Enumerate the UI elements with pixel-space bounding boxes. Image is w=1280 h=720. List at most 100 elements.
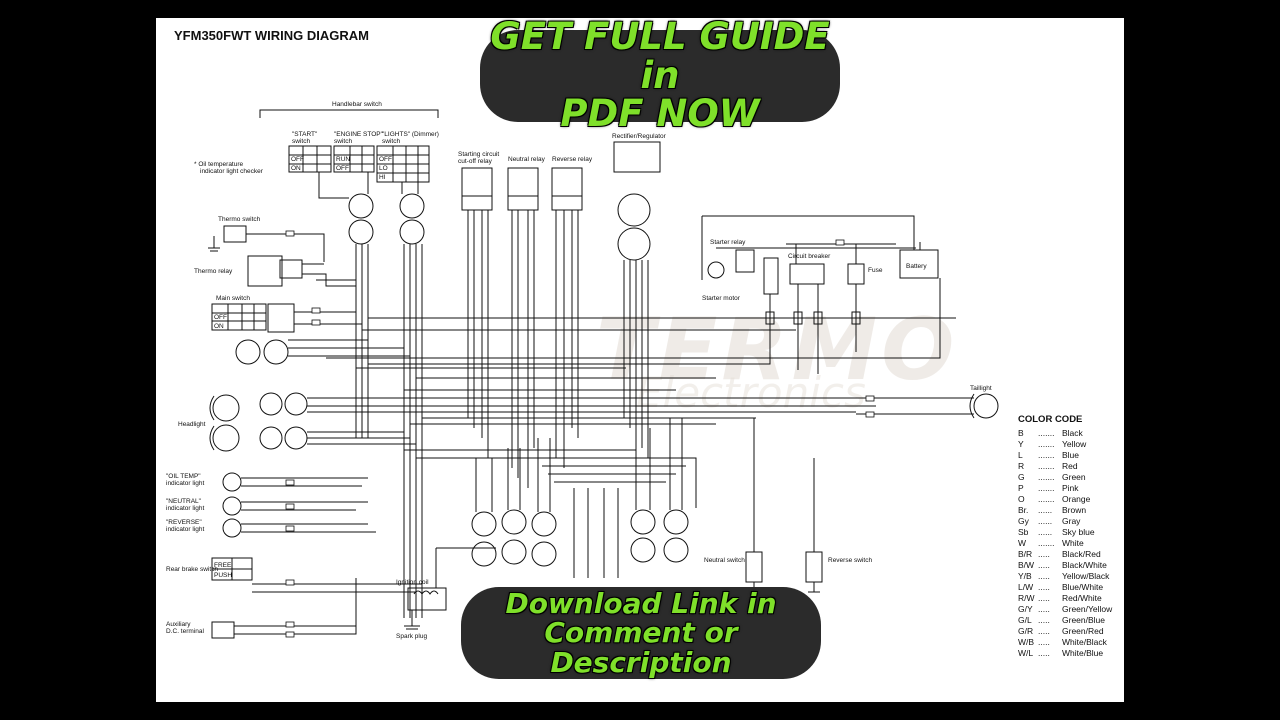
color-code-name: Pink (1062, 483, 1079, 493)
brake-switch-free: FREE (214, 562, 232, 569)
color-code-dots: ....... (1038, 450, 1055, 460)
label-circuit-breaker: Circuit breaker (788, 253, 831, 260)
color-code-name: Brown (1062, 505, 1086, 515)
color-code-dots: ....... (1038, 494, 1055, 504)
color-code-dots: ...... (1038, 516, 1052, 526)
color-code-abbr: W/L (1018, 648, 1033, 658)
color-code-dots: ..... (1038, 648, 1050, 658)
wiring-schematic: YFM350FWT WIRING DIAGRAM Handlebar switc… (166, 28, 1113, 658)
label-oil-temp-checker-2: indicator light checker (200, 168, 264, 175)
color-code-dots: ....... (1038, 461, 1055, 471)
color-code-abbr: O (1018, 494, 1025, 504)
label-neutral-relay: Neutral relay (508, 156, 546, 163)
label-start-switch-2: switch (292, 138, 310, 145)
label-lights-dimmer: "LIGHTS" (Dimmer) (382, 131, 439, 138)
color-code-name: Gray (1062, 516, 1081, 526)
color-code-dots: ..... (1038, 593, 1050, 603)
color-code-name: Blue (1062, 450, 1079, 460)
color-code-dots: ..... (1038, 604, 1050, 614)
color-code-name: Green/Yellow (1062, 604, 1113, 614)
label-auxiliary: Auxiliary (166, 621, 191, 628)
label-starter-motor: Starter motor (702, 295, 741, 302)
top-banner-line-1: GET FULL GUIDE in (490, 14, 830, 97)
label-reverse-light: "REVERSE" (166, 519, 202, 526)
label-handlebar-switch: Handlebar switch (332, 101, 382, 108)
brake-switch-push: PUSH (214, 572, 232, 579)
color-code-dots: ....... (1038, 472, 1055, 482)
color-code-dots: ...... (1038, 505, 1052, 515)
label-neutral-light: "NEUTRAL" (166, 498, 202, 505)
color-code-dots: ..... (1038, 582, 1050, 592)
color-code-abbr: B/R (1018, 549, 1032, 559)
color-code-abbr: Br. (1018, 505, 1028, 515)
color-code-dots: ...... (1038, 527, 1052, 537)
label-dc-terminal: D.C. terminal (166, 628, 204, 635)
label-engine-stop: "ENGINE STOP" (334, 131, 384, 138)
color-code-dots: ....... (1038, 439, 1055, 449)
color-code-name: Green/Blue (1062, 615, 1105, 625)
label-reverse-relay: Reverse relay (552, 156, 593, 163)
color-code-name: Black (1062, 428, 1084, 438)
color-code-abbr: R/W (1018, 593, 1035, 603)
label-lights-dimmer-2: switch (382, 138, 400, 145)
label-engine-stop-2: switch (334, 138, 352, 145)
color-code-name: White/Black (1062, 637, 1108, 647)
color-code-abbr: B/W (1018, 560, 1034, 570)
color-code-abbr: Gy (1018, 516, 1030, 526)
download-link-banner[interactable]: Download Link in Comment or Description (461, 587, 821, 679)
color-code-name: Orange (1062, 494, 1091, 504)
color-code-name: Yellow/Black (1062, 571, 1110, 581)
color-code-abbr: W (1018, 538, 1026, 548)
label-battery: Battery (906, 263, 927, 270)
color-code-dots: ..... (1038, 549, 1050, 559)
label-rectifier-regulator: Rectifier/Regulator (612, 133, 667, 140)
label-fuse: Fuse (868, 267, 883, 274)
color-code-abbr: G/R (1018, 626, 1033, 636)
bottom-banner-line-1: Download Link in (505, 586, 777, 620)
label-ignition-coil: Ignition coil (396, 579, 429, 586)
color-code-name: Blue/White (1062, 582, 1103, 592)
label-neutral-switch: Neutral switch (704, 557, 745, 564)
color-code-name: Black/White (1062, 560, 1107, 570)
color-code-abbr: G/L (1018, 615, 1032, 625)
color-code-abbr: G/Y (1018, 604, 1033, 614)
label-starting-relay-2: cut-off relay (458, 158, 493, 165)
color-code-name: Sky blue (1062, 527, 1095, 537)
label-headlight: Headlight (178, 421, 206, 428)
label-taillight: Taillight (970, 385, 992, 392)
color-code-abbr: Y (1018, 439, 1024, 449)
label-spark-plug: Spark plug (396, 633, 427, 640)
main-switch-off: OFF (214, 314, 227, 321)
color-code-dots: ..... (1038, 615, 1050, 625)
engine-stop-run: RUN (336, 156, 350, 163)
color-code-name: White/Blue (1062, 648, 1103, 658)
start-switch-on: ON (291, 165, 301, 172)
color-code-dots: ....... (1038, 538, 1055, 548)
color-code-name: Green/Red (1062, 626, 1104, 636)
diagram-title: YFM350FWT WIRING DIAGRAM (174, 28, 369, 43)
label-start-switch: "START" (292, 131, 318, 138)
label-oil-temp-light-2: indicator light (166, 480, 204, 487)
lights-lo: LO (379, 165, 388, 172)
get-full-guide-banner[interactable]: GET FULL GUIDE in PDF NOW (480, 17, 840, 133)
color-code-abbr: P (1018, 483, 1024, 493)
label-reverse-light-2: indicator light (166, 526, 204, 533)
color-code-name: White (1062, 538, 1084, 548)
color-code-dots: ....... (1038, 483, 1055, 493)
color-code-legend: COLOR CODE B.......BlackY.......YellowL.… (1018, 414, 1113, 658)
label-starting-relay: Starting circuit (458, 151, 499, 158)
color-code-dots: ..... (1038, 637, 1050, 647)
color-code-abbr: Sb (1018, 527, 1029, 537)
label-reverse-switch: Reverse switch (828, 557, 872, 564)
label-neutral-light-2: indicator light (166, 505, 204, 512)
color-code-dots: ..... (1038, 571, 1050, 581)
label-main-switch: Main switch (216, 295, 250, 302)
color-code-name: Black/Red (1062, 549, 1101, 559)
color-code-abbr: Y/B (1018, 571, 1032, 581)
color-code-dots: ....... (1038, 428, 1055, 438)
label-oil-temp-checker: * Oil temperature (194, 161, 244, 168)
label-oil-temp-light: "OIL TEMP" (166, 473, 201, 480)
top-banner-line-2: PDF NOW (560, 92, 760, 136)
color-code-name: Red/White (1062, 593, 1102, 603)
lights-hi: HI (379, 174, 386, 181)
